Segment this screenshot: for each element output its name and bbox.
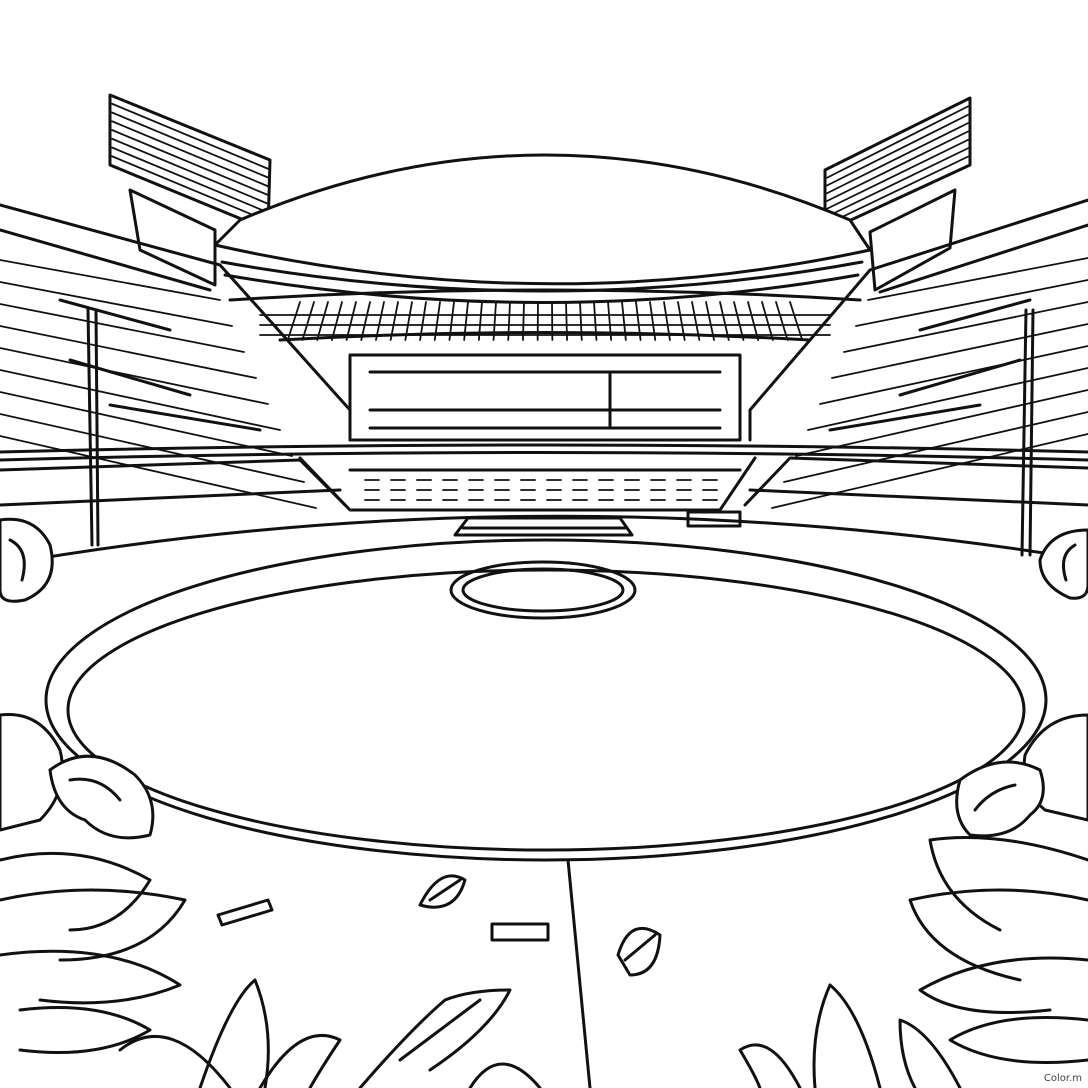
back-stand-column (330, 301, 343, 341)
left-stand-row (0, 369, 281, 431)
left-stand-row (0, 259, 221, 301)
right-stand-row (855, 279, 1088, 327)
back-stand-column (649, 301, 657, 341)
left-floodlight-slat (111, 129, 269, 196)
back-stand-column (789, 301, 804, 341)
left-stand-row (0, 281, 233, 327)
left-stand-row (0, 325, 257, 379)
back-stand-column (463, 301, 469, 341)
back-stand-column (691, 301, 701, 341)
light-poles (86, 308, 1035, 557)
back-stand-column (719, 301, 730, 341)
left-floodlight-slat (111, 137, 269, 205)
left-floodlight (108, 93, 272, 287)
back-stand (0, 288, 1088, 462)
playing-field (0, 510, 1088, 1088)
right-floodlight-slat (826, 138, 969, 210)
right-stand-row (783, 411, 1088, 483)
back-stand-column (775, 301, 789, 341)
back-stand-column (286, 301, 301, 341)
left-floodlight-slat (111, 120, 269, 188)
back-stand-column (522, 301, 525, 341)
back-stand-column (507, 301, 511, 341)
left-stand-row (0, 435, 317, 509)
field-leaves (418, 874, 662, 977)
right-stand-row (831, 323, 1088, 379)
right-floodlight-slat (826, 130, 969, 202)
back-stand-column (761, 301, 774, 341)
right-stand-row (795, 389, 1088, 457)
back-stand-column (492, 301, 497, 341)
right-stand-row (807, 367, 1088, 431)
left-stand-row (0, 303, 245, 353)
left-floodlight-slat (111, 146, 269, 214)
right-stand-row (867, 257, 1088, 301)
right-floodlight-slat (826, 147, 969, 218)
left-floodlight-slat (111, 155, 269, 223)
left-floodlight-slat (111, 111, 269, 179)
right-stand-row (843, 301, 1088, 353)
back-stand-column (747, 301, 760, 341)
back-stand-column (375, 301, 385, 341)
back-stand-column (705, 301, 715, 341)
back-stand-column (389, 301, 399, 341)
roof-dome (213, 153, 872, 304)
back-stand-column (360, 301, 371, 341)
back-stand-column (593, 301, 598, 341)
right-floodlight-slat (826, 155, 969, 226)
back-stand-column (477, 301, 483, 341)
back-stand-column (433, 301, 441, 341)
front-barrier (298, 456, 757, 512)
back-stand-column (579, 301, 583, 341)
right-floodlight-slat (826, 122, 969, 195)
left-stand-row (0, 347, 269, 405)
right-stand-row (819, 345, 1088, 405)
right-floodlight-slat (826, 105, 969, 179)
back-stand-column (345, 301, 357, 341)
left-stand-row (0, 391, 293, 457)
back-stand-column (663, 301, 671, 341)
left-flowers (0, 517, 542, 1088)
back-stand-column (301, 301, 315, 341)
right-flowers (738, 528, 1088, 1088)
right-grandstand (743, 198, 1088, 509)
back-stand-column (733, 301, 745, 341)
back-stand-column (607, 301, 613, 341)
watermark-text: Color.m (1043, 1073, 1082, 1084)
right-stand-row (771, 433, 1088, 509)
back-stand-column (448, 301, 455, 341)
back-stand-column (565, 301, 568, 341)
back-stand-column (316, 301, 329, 341)
back-stand-column (419, 301, 427, 341)
back-stand-column (677, 301, 686, 341)
left-floodlight-slat (111, 102, 269, 170)
back-stand-column (621, 301, 627, 341)
right-floodlight-slat (826, 113, 969, 187)
back-stand-column (404, 301, 413, 341)
back-stand-column (635, 301, 642, 341)
